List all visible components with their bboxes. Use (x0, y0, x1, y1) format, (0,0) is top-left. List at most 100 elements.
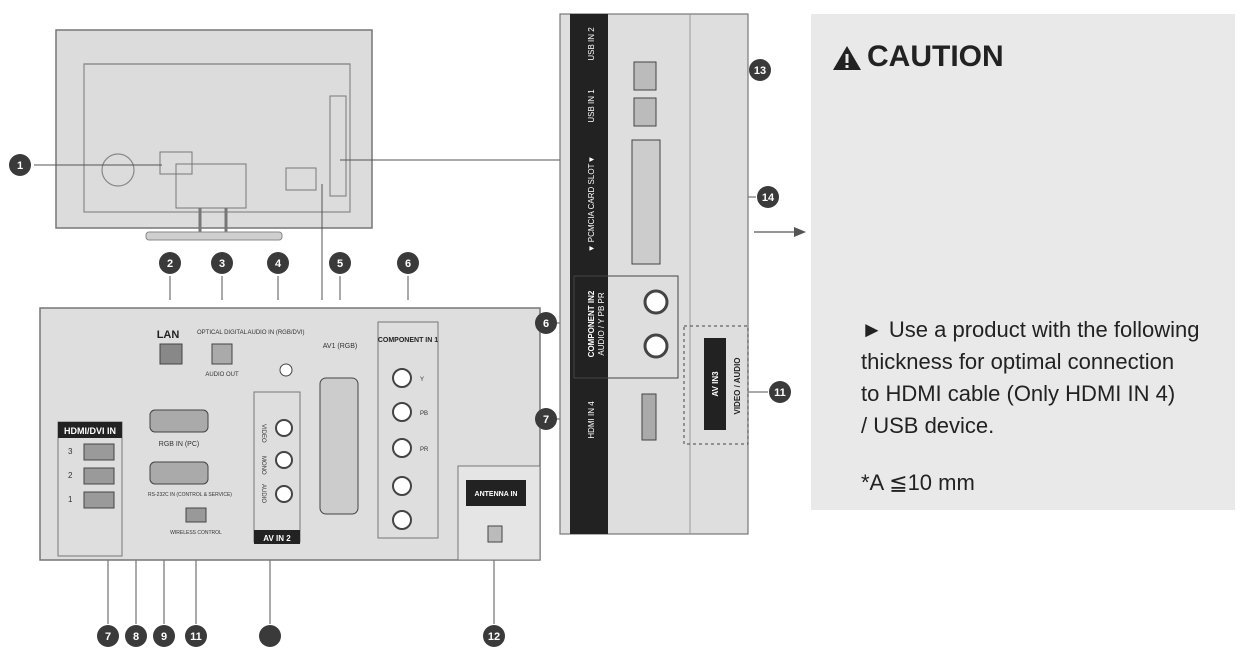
caution-line: thickness for optimal connection (861, 349, 1175, 374)
callout-11-rear: 11 (185, 625, 207, 647)
caution-line: / USB device. (861, 413, 995, 438)
callout-5: 5 (329, 252, 351, 274)
component-in2-jack-2 (643, 333, 669, 359)
callout-blank (259, 625, 281, 647)
optical-port (211, 343, 233, 365)
av-audio-r-jack (275, 485, 293, 503)
hdmi-in4-port (641, 393, 657, 441)
svg-text:11: 11 (774, 387, 786, 399)
av-video-jack (275, 419, 293, 437)
component-pr-jack (392, 438, 412, 458)
av1-label: AV1 (RGB) (323, 343, 358, 350)
rgb-in-port (149, 409, 209, 433)
audio-out-label: AUDIO OUT (205, 372, 239, 378)
hdmi-2-label: 2 (68, 471, 73, 480)
svg-text:7: 7 (105, 631, 111, 643)
svg-text:11: 11 (190, 631, 202, 643)
callout-4: 4 (267, 252, 289, 274)
component-audio-l-jack (392, 476, 412, 496)
caution-formula: *A ≦10 mm (861, 470, 975, 495)
callout-7-side: 7 (535, 408, 557, 430)
callout-badges: 1 2 3 4 5 6 6 7 7 8 9 11 12 13 14 11 (9, 59, 791, 647)
audio-ypbpr-label: AUDIO / Y PB PR (597, 292, 606, 356)
av-in3-label: AV IN3 (711, 371, 720, 397)
scart-port (319, 377, 359, 515)
svg-text:13: 13 (754, 65, 766, 77)
svg-text:6: 6 (543, 318, 549, 330)
av-in2-label: AV IN 2 (263, 534, 291, 543)
svg-text:7: 7 (543, 414, 549, 426)
rgb-in-label: RGB IN (PC) (159, 441, 199, 448)
callout-13: 13 (749, 59, 771, 81)
optical-label: OPTICAL DIGITAL (197, 330, 248, 336)
callout-9: 9 (153, 625, 175, 647)
tv-back-view (55, 29, 373, 241)
component-in1-box (377, 321, 439, 539)
pcmcia-slot (631, 139, 661, 265)
antenna-connector (487, 525, 503, 543)
svg-text:9: 9 (161, 631, 167, 643)
audio-in-label: AUDIO IN (RGB/DVI) (247, 330, 304, 336)
pcmcia-label: ▼ PCMCIA CARD SLOT▼ (587, 156, 596, 253)
callout-8: 8 (125, 625, 147, 647)
audio-in-jack (279, 363, 293, 377)
arrow-head (794, 227, 806, 237)
hdmi-dvi-in-label: HDMI/DVI IN (64, 426, 116, 436)
hdmi-1-port (83, 491, 115, 509)
comp-y-label: Y (420, 377, 424, 383)
component-audio-r-jack (392, 510, 412, 530)
rear-connection-panel: LAN OPTICAL DIGITAL AUDIO OUT AUDIO IN (… (39, 307, 541, 561)
hdmi-in4-label: HDMI IN 4 (587, 401, 596, 439)
av-audio-label: AUDIO (260, 484, 266, 503)
caution-title: CAUTION (867, 40, 1004, 73)
caution-line: ► Use a product with the following (861, 317, 1200, 342)
callout-14: 14 (757, 186, 779, 208)
warning-icon (833, 46, 861, 70)
wireless-control-port (185, 507, 207, 523)
component-in2-label: COMPONENT IN2 (587, 290, 596, 357)
wireless-control-label: WIRELESS CONTROL (170, 530, 222, 536)
hdmi-dvi-in-header (58, 422, 122, 438)
lan-port (159, 343, 183, 365)
svg-text:1: 1 (17, 160, 23, 172)
caution-panel: CAUTION ► Use a product with the followi… (811, 14, 1235, 510)
av-video-label: VIDEO (260, 424, 266, 443)
av-audio-l-jack (275, 451, 293, 469)
callout-11-side: 11 (769, 381, 791, 403)
callout-1: 1 (9, 154, 31, 176)
side-connection-panel: USB IN 2 USB IN 1 ▼ PCMCIA CARD SLOT▼ CO… (559, 13, 749, 535)
rs232c-port (149, 461, 209, 485)
svg-text:12: 12 (488, 631, 500, 643)
usb-in2-label: USB IN 2 (587, 27, 596, 61)
callout-7-rear: 7 (97, 625, 119, 647)
lan-label: LAN (157, 329, 180, 341)
svg-text:6: 6 (405, 258, 411, 270)
av-in2-header (254, 530, 300, 544)
rs232c-label: RS-232C IN (CONTROL & SERVICE) (148, 492, 232, 498)
component-in1-label: COMPONENT IN 1 (378, 337, 438, 344)
component-in2-box (573, 275, 679, 379)
hdmi-3-port (83, 443, 115, 461)
component-y-jack (392, 368, 412, 388)
svg-text:5: 5 (337, 258, 343, 270)
callout-3: 3 (211, 252, 233, 274)
callout-6-rear: 6 (397, 252, 419, 274)
hdmi-2-port (83, 467, 115, 485)
callout-6-side: 6 (535, 312, 557, 334)
usb-in2-port (633, 61, 657, 91)
video-audio-label: VIDEO / AUDIO (733, 357, 742, 414)
component-in2-jack-1 (643, 289, 669, 315)
caution-line: to HDMI cable (Only HDMI IN 4) (861, 381, 1176, 406)
usb-in1-label: USB IN 1 (587, 89, 596, 123)
av-in3-tag (704, 338, 726, 430)
svg-text:2: 2 (167, 258, 173, 270)
comp-pb-label: PB (420, 411, 428, 417)
svg-text:8: 8 (133, 631, 139, 643)
av-mono-label: MONO (260, 456, 266, 475)
svg-text:14: 14 (762, 192, 775, 204)
callout-2: 2 (159, 252, 181, 274)
svg-text:4: 4 (275, 258, 282, 270)
callout-12: 12 (483, 625, 505, 647)
antenna-header (466, 480, 526, 506)
av-in3-box (683, 325, 749, 445)
